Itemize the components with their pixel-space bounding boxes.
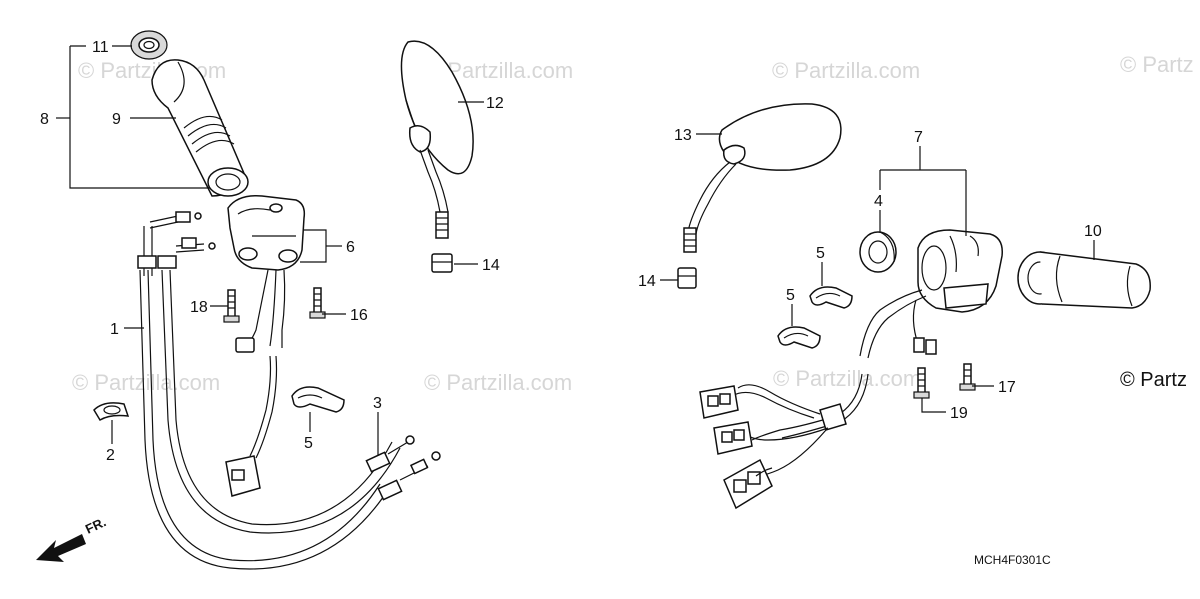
callout-13: 13 (674, 127, 692, 144)
throttle-cables (137, 211, 401, 570)
callout-18: 18 (190, 299, 208, 316)
left-grip (151, 59, 249, 197)
watermark: © Partzilla.com (773, 366, 921, 391)
callout-12: 12 (486, 95, 504, 112)
callout-3: 3 (373, 395, 382, 412)
throttle-collar (859, 231, 897, 273)
front-arrow-label: FR. (83, 514, 108, 536)
front-direction-arrow: FR. (36, 514, 108, 562)
wire-clip-right-upper (809, 286, 853, 309)
mirror-nut-left (431, 253, 453, 273)
screw-19 (913, 367, 930, 399)
harness-connector-3 (723, 458, 773, 510)
left-mirror (400, 40, 474, 239)
watermark: © Partzilla.com (72, 370, 220, 395)
callout-14-right: 14 (638, 273, 656, 290)
callout-11: 11 (92, 39, 109, 56)
callout-2: 2 (106, 447, 115, 464)
callout-5-right-lower: 5 (786, 287, 795, 304)
grip-end-cap (130, 30, 168, 60)
cable-adjusters (365, 435, 441, 501)
left-switch-harness (225, 269, 286, 497)
right-grip (1017, 251, 1151, 309)
diagram-code: MCH4F0301C (974, 553, 1051, 567)
callout-leader-lines (56, 45, 1095, 456)
right-switch-housing (917, 229, 1003, 313)
harness-connector-1 (699, 385, 739, 419)
screw-16 (309, 287, 326, 319)
callout-14-left: 14 (482, 257, 500, 274)
callout-10: 10 (1084, 223, 1102, 240)
left-switch-housing (227, 195, 306, 271)
watermark: © Partzilla.com (424, 370, 572, 395)
watermark: © Partzilla.com (772, 58, 920, 83)
callout-9: 9 (112, 111, 121, 128)
screw-17 (959, 363, 976, 391)
wire-clip-right-lower (777, 326, 821, 349)
callout-6: 6 (346, 239, 355, 256)
callout-1: 1 (110, 321, 119, 338)
callout-19: 19 (950, 405, 968, 422)
callout-5-right-upper: 5 (816, 245, 825, 262)
watermark: © Partz (1120, 52, 1194, 77)
mirror-nut-right (677, 267, 697, 289)
right-mirror (683, 103, 842, 253)
right-switch-harness (731, 289, 937, 477)
callout-8: 8 (40, 111, 49, 128)
copyright-label: © Partz (1120, 369, 1187, 391)
callout-17: 17 (998, 379, 1016, 396)
watermark-layer: © Partzilla.com © Partzilla.com © Partzi… (72, 52, 1194, 395)
callout-16: 16 (350, 307, 368, 324)
callout-7: 7 (914, 129, 923, 146)
callout-4: 4 (874, 193, 883, 210)
screw-18 (223, 289, 240, 323)
wire-clip-left (291, 386, 345, 413)
cable-clamp (93, 402, 130, 422)
callout-numbers: 11 8 9 12 6 14 18 16 1 2 5 3 13 7 4 10 5… (40, 39, 1102, 464)
callout-5-left: 5 (304, 435, 313, 452)
harness-connector-2 (713, 421, 753, 455)
